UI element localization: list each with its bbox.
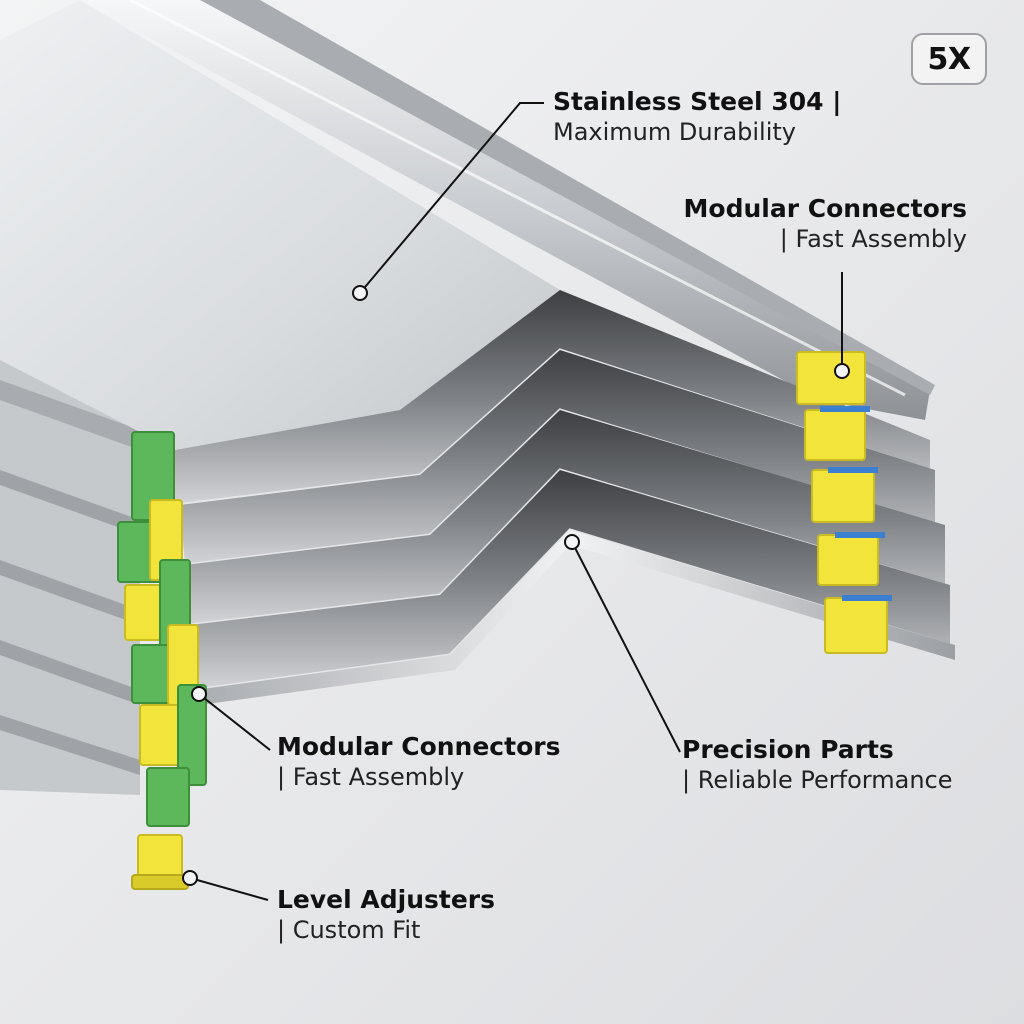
callout-leaders — [182, 102, 850, 901]
callout-title: Modular Connectors — [683, 194, 967, 223]
callout-subtitle: | Reliable Performance — [682, 766, 953, 795]
callout-stainless-steel: Stainless Steel 304 | Maximum Durability — [553, 86, 841, 147]
multiplier-badge: 5X — [911, 33, 987, 85]
callout-precision-parts: Precision Parts | Reliable Performance — [682, 734, 953, 795]
callout-title: Modular Connectors — [277, 732, 561, 761]
callout-subtitle: | Custom Fit — [277, 916, 421, 945]
steel-rail — [80, 0, 935, 420]
callout-title: Level Adjusters — [277, 885, 496, 914]
callout-modular-connectors-left: Modular Connectors | Fast Assembly — [277, 731, 560, 792]
level-adjuster — [131, 834, 189, 890]
callout-subtitle: | Fast Assembly — [277, 763, 465, 792]
connector-column-right — [796, 351, 892, 654]
callout-subtitle: | Fast Assembly — [779, 225, 967, 254]
callout-title: Precision Parts — [682, 735, 894, 764]
callout-title: Stainless Steel 304 | — [553, 87, 842, 116]
connector-column-left — [117, 431, 207, 827]
callout-subtitle: Maximum Durability — [553, 118, 796, 147]
callout-modular-connectors-top: Modular Connectors | Fast Assembly — [684, 193, 967, 254]
top-steel-sheet — [0, 0, 560, 450]
corrugated-layers — [174, 290, 955, 705]
callout-level-adjusters: Level Adjusters | Custom Fit — [277, 884, 495, 945]
